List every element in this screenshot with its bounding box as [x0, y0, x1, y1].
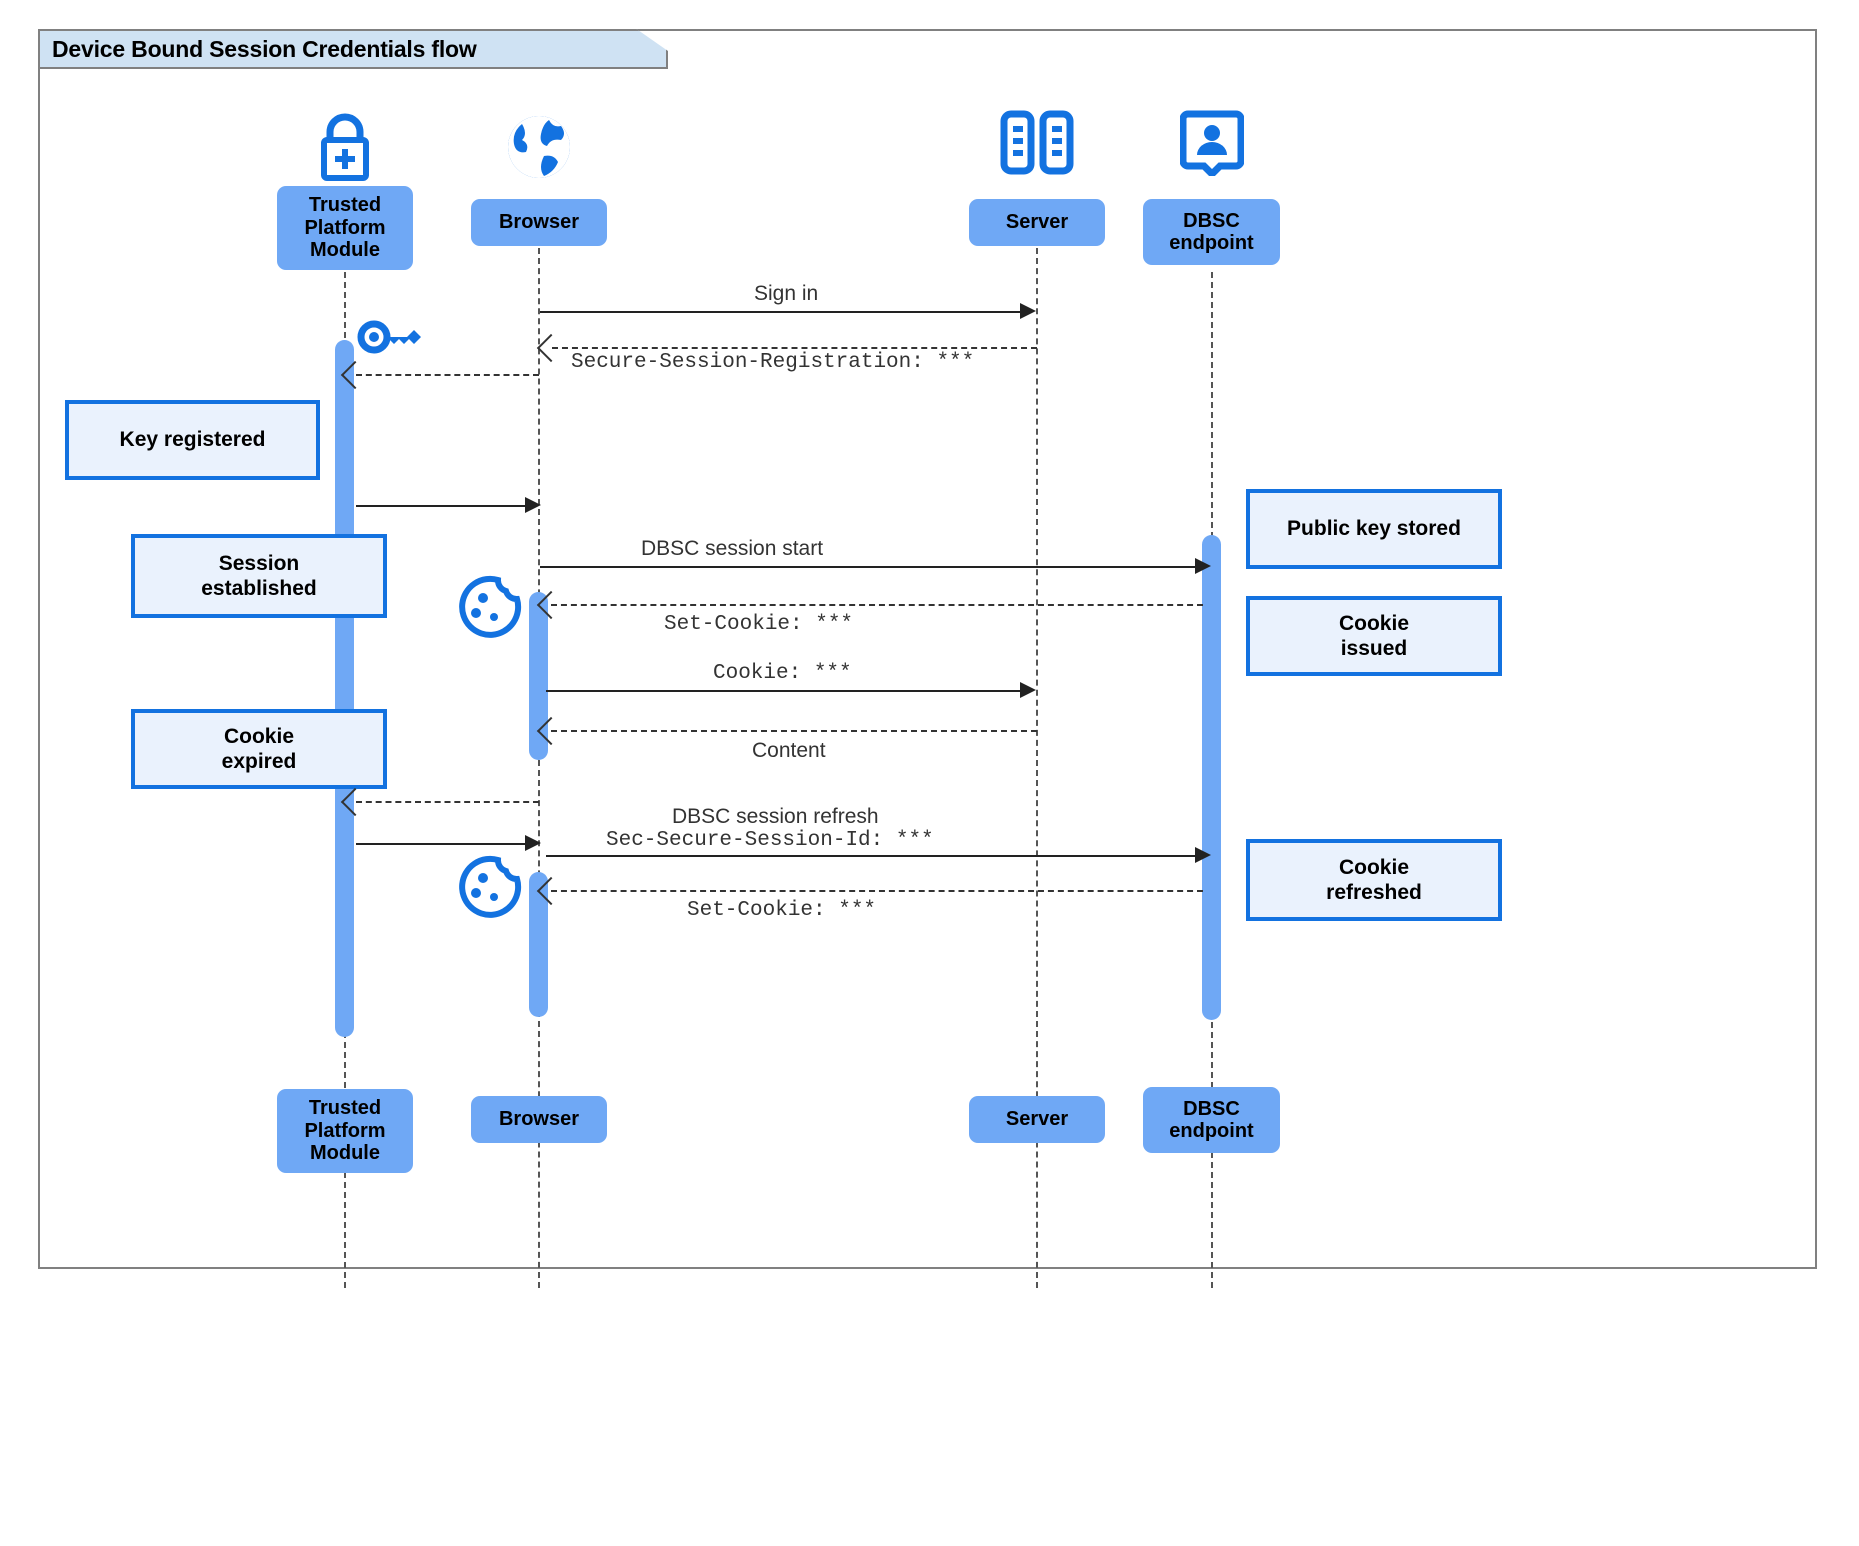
message-line-sec-secure-session-id-b	[546, 855, 1202, 857]
message-line-content	[551, 730, 1037, 732]
participant-footer-tpm[interactable]: Trusted Platform Module	[277, 1089, 413, 1173]
cookie-icon	[456, 575, 522, 641]
participant-tpm-label: Trusted Platform Module	[304, 194, 386, 262]
message-label-set-cookie-2: Set-Cookie: ***	[687, 899, 877, 922]
lifeline-browser	[538, 248, 540, 1288]
participant-footer-server[interactable]: Server	[969, 1096, 1105, 1143]
message-arrow-tpm-to-browser-key	[525, 497, 541, 513]
note-session-established-text: Session established	[201, 551, 317, 600]
message-arrow-dbsc-session-start	[1195, 558, 1211, 574]
participant-dbsc[interactable]: DBSC endpoint	[1143, 199, 1280, 265]
message-label-secure-session-registration: Secure-Session-Registration: ***	[571, 351, 975, 374]
participant-footer-dbsc-label: DBSC endpoint	[1169, 1097, 1254, 1142]
activation-bar-browser-1	[529, 592, 548, 760]
participant-dbsc-label: DBSC endpoint	[1169, 209, 1254, 254]
participant-footer-dbsc[interactable]: DBSC endpoint	[1143, 1087, 1280, 1153]
note-cookie-expired-text: Cookie expired	[221, 724, 297, 773]
message-label-content: Content	[752, 739, 826, 762]
message-line-cookie	[546, 690, 1024, 692]
message-arrow-sign-in	[1020, 303, 1036, 319]
message-label-sec-secure-session-id: Sec-Secure-Session-Id: ***	[606, 829, 934, 852]
note-cookie-refreshed-text: Cookie refreshed	[1326, 855, 1422, 904]
message-line-dbsc-session-refresh	[356, 801, 539, 803]
note-public-key-stored: Public key stored	[1246, 489, 1502, 569]
message-arrow-tpm-to-browser-refresh	[525, 835, 541, 851]
message-line-tpm-to-browser-key	[356, 505, 531, 507]
participant-tpm[interactable]: Trusted Platform Module	[277, 186, 413, 270]
message-label-dbsc-session-start: DBSC session start	[641, 537, 824, 560]
message-line-dbsc-session-start	[540, 566, 1202, 568]
note-public-key-stored-text: Public key stored	[1287, 517, 1461, 541]
lifeline-server	[1036, 248, 1038, 1288]
message-line-sign-in	[540, 311, 1024, 313]
participant-server[interactable]: Server	[969, 199, 1105, 246]
activation-bar-browser-2	[529, 872, 548, 1017]
message-line-browser-to-tpm-register	[356, 374, 539, 376]
note-cookie-issued-text: Cookie issued	[1338, 611, 1409, 660]
note-cookie-issued: Cookie issued	[1246, 596, 1502, 676]
note-cookie-refreshed: Cookie refreshed	[1246, 839, 1502, 921]
note-session-established: Session established	[131, 534, 387, 618]
message-arrow-cookie	[1020, 682, 1036, 698]
message-label-cookie: Cookie: ***	[713, 662, 852, 685]
cookie-icon-2	[456, 855, 522, 921]
participant-browser[interactable]: Browser	[471, 199, 607, 246]
key-icon	[357, 316, 429, 358]
message-label-dbsc-session-refresh: DBSC session refresh	[672, 805, 879, 828]
globe-icon	[502, 110, 576, 184]
note-key-registered: Key registered	[65, 400, 320, 480]
message-line-secure-session-registration	[552, 347, 1037, 349]
id-badge-icon	[1179, 110, 1245, 179]
participant-footer-tpm-label: Trusted Platform Module	[304, 1097, 386, 1165]
message-arrow-sec-secure-session-id	[1195, 847, 1211, 863]
participant-browser-label: Browser	[498, 211, 580, 234]
note-cookie-expired: Cookie expired	[131, 709, 387, 789]
message-line-set-cookie-2	[551, 890, 1203, 892]
note-key-registered-text: Key registered	[119, 428, 266, 452]
participant-footer-server-label: Server	[1005, 1108, 1069, 1131]
message-label-sign-in: Sign in	[754, 282, 819, 305]
message-label-set-cookie-1: Set-Cookie: ***	[664, 613, 854, 636]
lock-plus-icon	[308, 108, 382, 182]
message-line-sec-secure-session-id-a	[356, 843, 531, 845]
activation-bar-tpm	[335, 340, 354, 1037]
diagram-title-tab	[38, 29, 668, 69]
server-rack-icon	[1000, 110, 1074, 176]
participant-footer-browser-label: Browser	[498, 1108, 580, 1131]
activation-bar-dbsc	[1202, 535, 1221, 1020]
participant-footer-browser[interactable]: Browser	[471, 1096, 607, 1143]
message-line-set-cookie-1	[551, 604, 1203, 606]
participant-server-label: Server	[1005, 211, 1069, 234]
page-title: Device Bound Session Credentials flow	[52, 36, 477, 62]
